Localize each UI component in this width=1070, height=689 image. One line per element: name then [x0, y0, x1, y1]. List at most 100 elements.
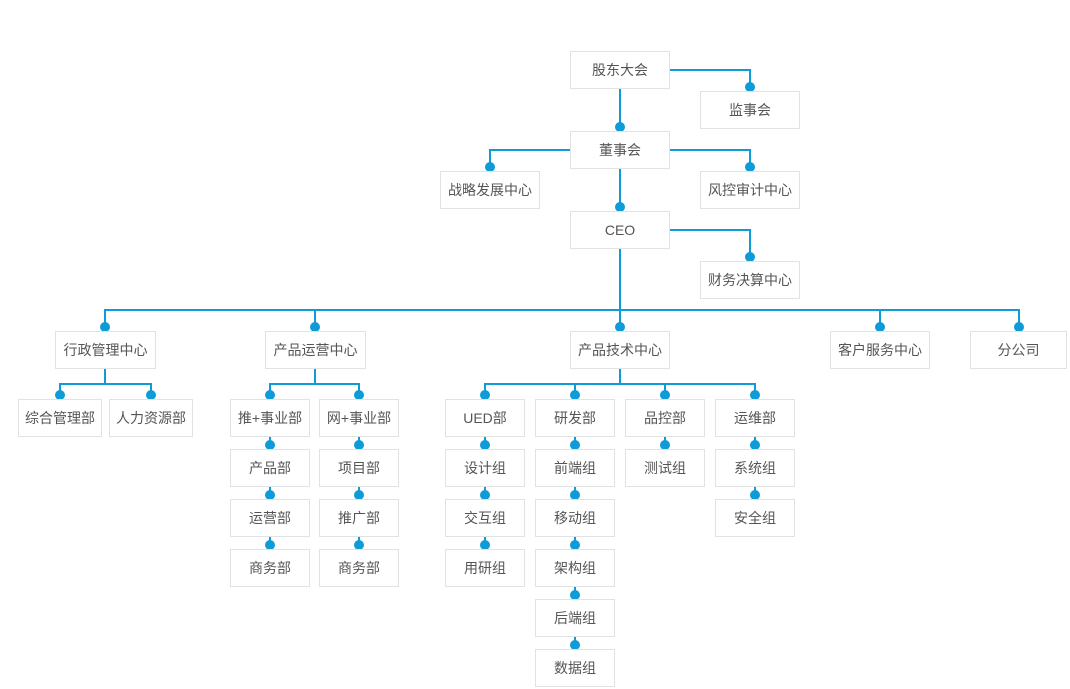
connector-dot	[750, 440, 760, 450]
connector-dot	[55, 390, 65, 400]
org-node-shareholders-meeting: 股东大会	[570, 51, 670, 89]
org-node-ued-dept: UED部	[445, 399, 525, 437]
connector-dot	[615, 122, 625, 132]
org-node-project-dept: 项目部	[319, 449, 399, 487]
org-node-promotion-dept: 推广部	[319, 499, 399, 537]
connector-dot	[265, 390, 275, 400]
connector-dot	[354, 440, 364, 450]
connector-line	[574, 384, 576, 395]
connector-dot	[480, 390, 490, 400]
org-node-finance-settlement-center: 财务决算中心	[700, 261, 800, 299]
connector-line	[619, 169, 621, 207]
connector-line	[749, 150, 751, 167]
connector-dot	[660, 440, 670, 450]
org-node-risk-audit-center: 风控审计中心	[700, 171, 800, 209]
org-node-product-technology-center: 产品技术中心	[570, 331, 670, 369]
connector-dot	[570, 590, 580, 600]
connector-dot	[354, 390, 364, 400]
connector-line	[59, 384, 61, 395]
connector-line	[484, 384, 486, 395]
org-node-product-dept: 产品部	[230, 449, 310, 487]
org-node-ops-dept: 运维部	[715, 399, 795, 437]
connector-dot	[480, 440, 490, 450]
connector-line	[489, 149, 571, 151]
connector-dot	[310, 322, 320, 332]
connector-dot	[570, 540, 580, 550]
org-node-qc-dept: 品控部	[625, 399, 705, 437]
connector-line	[104, 309, 1020, 311]
connector-line	[670, 149, 751, 151]
connector-line	[619, 249, 621, 311]
connector-line	[670, 69, 751, 71]
org-node-tui-business-dept: 推+事业部	[230, 399, 310, 437]
connector-dot	[750, 390, 760, 400]
connector-dot	[1014, 322, 1024, 332]
org-node-user-research-team: 用研组	[445, 549, 525, 587]
org-node-admin-management-center: 行政管理中心	[55, 331, 156, 369]
connector-dot	[745, 82, 755, 92]
connector-dot	[570, 490, 580, 500]
org-node-hr-dept: 人力资源部	[109, 399, 193, 437]
connector-line	[619, 369, 621, 385]
org-node-branch-company: 分公司	[970, 331, 1067, 369]
connector-dot	[570, 440, 580, 450]
org-node-business-dept-1: 商务部	[230, 549, 310, 587]
connector-line	[670, 229, 751, 231]
connector-dot	[485, 162, 495, 172]
connector-line	[1018, 310, 1020, 327]
connector-line	[619, 310, 621, 327]
org-node-frontend-team: 前端组	[535, 449, 615, 487]
org-node-business-dept-2: 商务部	[319, 549, 399, 587]
org-node-testing-team: 测试组	[625, 449, 705, 487]
connector-dot	[480, 540, 490, 550]
connector-line	[749, 230, 751, 257]
connector-dot	[570, 390, 580, 400]
connector-line	[104, 310, 106, 327]
org-node-backend-team: 后端组	[535, 599, 615, 637]
connector-line	[619, 89, 621, 127]
connector-line	[269, 384, 271, 395]
connector-dot	[354, 490, 364, 500]
connector-dot	[570, 640, 580, 650]
org-node-design-team: 设计组	[445, 449, 525, 487]
connector-dot	[750, 490, 760, 500]
connector-line	[754, 384, 756, 395]
connector-line	[358, 384, 360, 395]
org-node-ceo: CEO	[570, 211, 670, 249]
org-node-operation-dept: 运营部	[230, 499, 310, 537]
connector-line	[879, 310, 881, 327]
org-node-system-team: 系统组	[715, 449, 795, 487]
org-node-strategy-development-center: 战略发展中心	[440, 171, 540, 209]
connector-line	[314, 310, 316, 327]
connector-dot	[265, 540, 275, 550]
org-node-interaction-team: 交互组	[445, 499, 525, 537]
connector-dot	[660, 390, 670, 400]
org-node-general-management-dept: 综合管理部	[18, 399, 102, 437]
org-node-supervisory-board: 监事会	[700, 91, 800, 129]
connector-dot	[265, 440, 275, 450]
connector-dot	[100, 322, 110, 332]
connector-dot	[615, 322, 625, 332]
connector-dot	[745, 252, 755, 262]
connector-line	[664, 384, 666, 395]
connector-line	[489, 150, 491, 167]
org-node-rd-dept: 研发部	[535, 399, 615, 437]
connector-dot	[615, 202, 625, 212]
org-node-product-operation-center: 产品运营中心	[265, 331, 366, 369]
org-node-customer-service-center: 客户服务中心	[830, 331, 930, 369]
connector-line	[150, 384, 152, 395]
connector-dot	[354, 540, 364, 550]
connector-dot	[480, 490, 490, 500]
org-node-data-team: 数据组	[535, 649, 615, 687]
org-node-mobile-team: 移动组	[535, 499, 615, 537]
connector-line	[104, 369, 106, 385]
connector-line	[314, 369, 316, 385]
org-node-wang-business-dept: 网+事业部	[319, 399, 399, 437]
connector-dot	[745, 162, 755, 172]
connector-dot	[265, 490, 275, 500]
org-node-board-of-directors: 董事会	[570, 131, 670, 169]
org-node-architecture-team: 架构组	[535, 549, 615, 587]
connector-line	[749, 70, 751, 87]
org-node-security-team: 安全组	[715, 499, 795, 537]
